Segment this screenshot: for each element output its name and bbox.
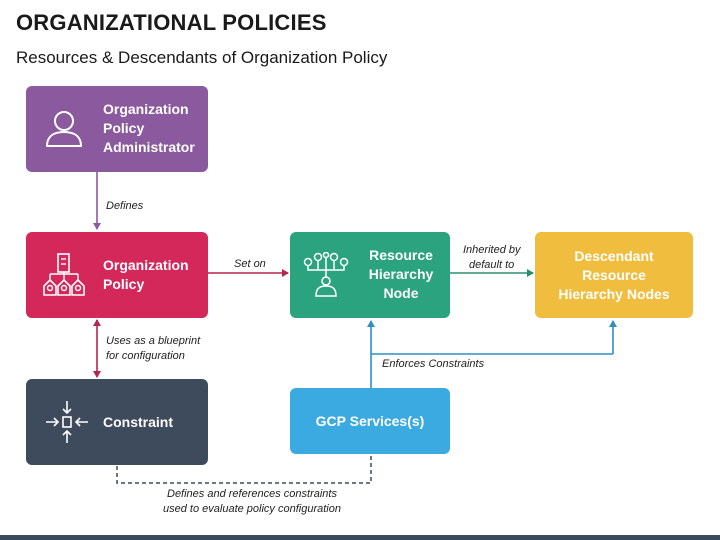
gcp-services-label: GCP Services(s) bbox=[315, 412, 425, 429]
descendant-nodes-box: Descendant Resource Hierarchy Nodes bbox=[535, 232, 693, 318]
admin-label: Organization Policy Administrator bbox=[103, 101, 195, 155]
compress-arrows-icon bbox=[44, 399, 90, 450]
inherited-label-line1: Inherited by bbox=[463, 244, 521, 256]
policy-box: Organization Policy bbox=[26, 232, 208, 318]
resource-node-label: Resource Hierarchy Node bbox=[368, 247, 434, 301]
user-icon bbox=[42, 106, 86, 155]
resource-node-box: Resource Hierarchy Node bbox=[290, 232, 450, 318]
constraint-box: Constraint bbox=[26, 379, 208, 465]
organization-hierarchy-icon bbox=[40, 252, 88, 303]
hierarchy-tree-icon bbox=[302, 251, 350, 303]
policy-label: Organization Policy bbox=[103, 257, 189, 292]
gcp-services-box: GCP Services(s) bbox=[290, 388, 450, 454]
inherited-label-line2: default to bbox=[469, 259, 515, 271]
footer-bar bbox=[0, 535, 720, 540]
page-title: ORGANIZATIONAL POLICIES bbox=[16, 10, 327, 35]
references-label-line1: Defines and references constraints bbox=[167, 488, 337, 500]
set-on-label: Set on bbox=[234, 258, 266, 270]
blueprint-label-line1: Uses as a blueprint bbox=[106, 335, 201, 347]
constraint-label: Constraint bbox=[103, 414, 173, 430]
references-label-line2: used to evaluate policy configuration bbox=[163, 503, 341, 515]
blueprint-label-line2: for configuration bbox=[106, 350, 185, 362]
admin-box: Organization Policy Administrator bbox=[26, 86, 208, 172]
defines-label: Defines bbox=[106, 200, 144, 212]
descendant-nodes-label: Descendant Resource Hierarchy Nodes bbox=[558, 247, 670, 302]
enforces-label: Enforces Constraints bbox=[382, 358, 485, 370]
page-subtitle: Resources & Descendants of Organization … bbox=[16, 48, 388, 67]
references-dashed-line bbox=[116, 455, 372, 484]
